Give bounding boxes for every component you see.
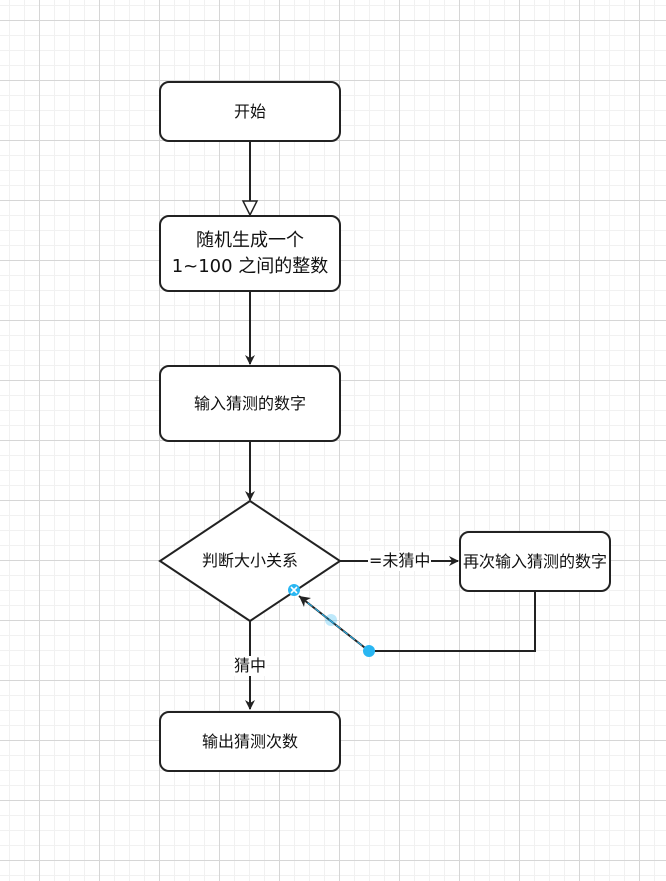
node-generate-line1: 随机生成一个 bbox=[196, 229, 304, 251]
node-output-text: 输出猜测次数 bbox=[201, 731, 298, 751]
arrowhead-icon bbox=[299, 596, 311, 607]
node-start-text: 开始 bbox=[233, 101, 266, 121]
node-start[interactable]: 开始 bbox=[159, 81, 341, 142]
node-generate[interactable]: 随机生成一个 1~100 之间的整数 bbox=[159, 215, 341, 292]
node-decision-text: 判断大小关系 bbox=[201, 551, 298, 570]
close-icon bbox=[290, 586, 298, 594]
node-output[interactable]: 输出猜测次数 bbox=[159, 711, 341, 772]
selection-highlight bbox=[298, 595, 370, 652]
node-generate-line2: 1~100 之间的整数 bbox=[171, 255, 329, 277]
node-input[interactable]: 输入猜测的数字 bbox=[159, 365, 341, 442]
edge-reinput-loop[interactable] bbox=[369, 591, 536, 652]
edge-label-not-guessed: =未猜中 bbox=[368, 551, 432, 571]
target-handle[interactable] bbox=[288, 584, 300, 596]
hollow-arrow-icon bbox=[241, 200, 259, 217]
node-reinput-text: 再次输入猜测的数字 bbox=[463, 551, 608, 571]
node-reinput[interactable]: 再次输入猜测的数字 bbox=[459, 531, 611, 592]
midpoint-handle[interactable] bbox=[325, 614, 337, 626]
source-handle[interactable] bbox=[363, 645, 375, 657]
node-input-text: 输入猜测的数字 bbox=[193, 393, 306, 413]
edge-label-guessed: 猜中 bbox=[233, 656, 268, 676]
